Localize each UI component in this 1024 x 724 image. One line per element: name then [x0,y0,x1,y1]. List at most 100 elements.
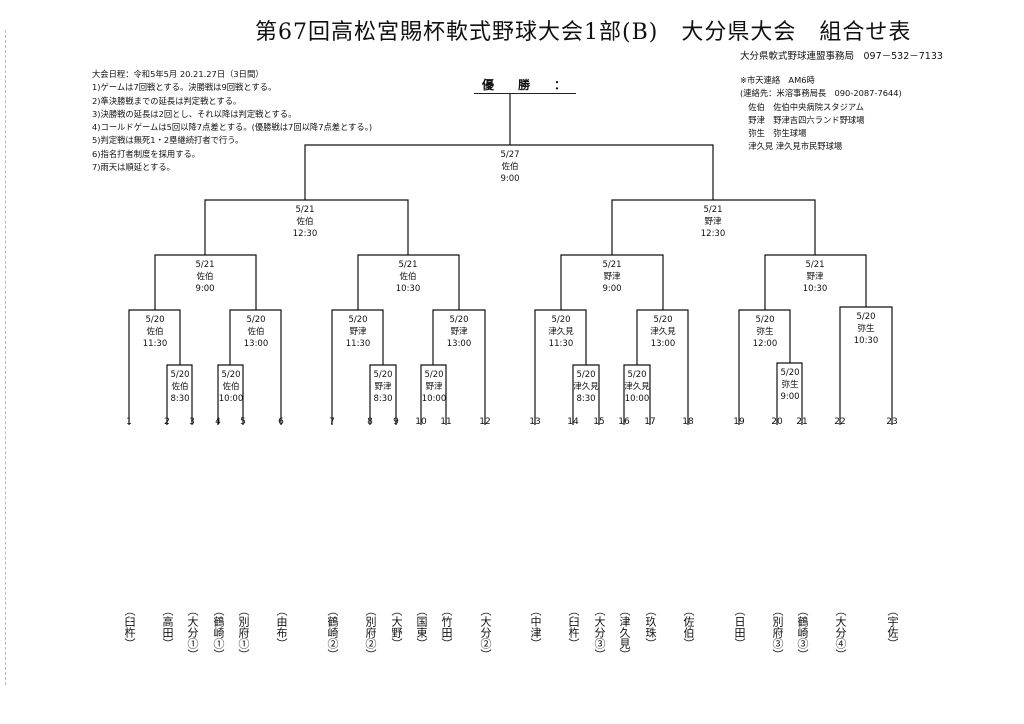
game-date: 5/21 [703,205,723,215]
slot-number: 17 [644,417,656,427]
slot-number: 11 [440,417,452,427]
slot-number: 13 [529,417,541,427]
game-round2-d: 5/20 野津 13:00 [447,314,472,350]
game-venue: 津久見 [548,327,574,337]
binder-margin-line [5,30,6,685]
bracket-line [128,309,181,425]
team-name: （津久見） [618,605,631,660]
team-name: （中津） [529,605,542,649]
rule-line: 1)ゲームは7回戦とする。決勝戦は9回戦とする。 [92,82,277,93]
bracket-line [560,254,664,310]
game-time: 12:30 [292,229,318,239]
game-venue: 野津 [450,327,468,337]
game-venue: 野津 [349,327,367,337]
rule-line: 4)コールドゲームは5回以降7点差とする。(優勝戦は7回以降7点差とする。) [92,122,373,133]
game-venue: 野津 [425,382,443,392]
game-date: 5/20 [627,370,647,380]
slot-number: 21 [796,417,808,427]
team-name: （別府②） [364,605,377,660]
game-venue: 弥生 [756,327,774,337]
game-date: 5/20 [373,370,393,380]
note-line: 野津 野津吉四六ランド野球場 [740,114,865,125]
team-name: （日田） [733,605,746,649]
game-time: 9:00 [602,284,622,294]
team-name: （竹田） [440,605,453,649]
team-name: （大野） [390,605,403,649]
game-round2-e: 5/20 津久見 11:30 [548,314,574,350]
game-date: 5/27 [500,150,520,160]
bracket-line [217,364,244,425]
slot-number: 9 [393,417,399,427]
bracket-line [420,364,447,425]
rule-line: 6)指名打者制度を採用する。 [92,148,201,159]
game-venue: 野津 [374,382,392,392]
game-date: 5/21 [602,260,622,270]
team-name: （大分②） [479,605,492,660]
team-name: （別府①） [237,605,250,660]
game-time: 10:30 [395,284,421,294]
team-name: （大分①） [186,605,199,660]
game-time: 10:30 [802,284,828,294]
team-name: （佐伯） [682,605,695,649]
game-date: 5/21 [398,260,418,270]
slot-number: 3 [189,417,195,427]
bracket-line [611,199,816,255]
game-venue: 佐伯 [399,272,417,282]
slot-number: 23 [886,417,898,427]
team-name: （別府③） [771,605,784,660]
rule-line: 7)雨天は順延とする。 [92,162,175,173]
bracket-line [154,254,257,310]
game-venue: 佐伯 [247,327,265,337]
rule-line: 2)準決勝戦までの延長は判定戦とする。 [92,95,242,106]
team-name: （大分③） [593,605,606,660]
game-date: 5/20 [576,370,596,380]
game-time: 10:00 [421,394,447,404]
game-time: 10:00 [624,394,650,404]
bracket-line [204,199,409,255]
team-name: （鶴崎①） [212,605,225,660]
game-round1-d: 5/20 野津 10:00 [422,369,447,405]
game-time: 13:00 [446,339,472,349]
game-time: 11:30 [345,339,371,349]
game-date: 5/20 [449,315,469,325]
team-name: （高田） [161,605,174,649]
game-venue: 野津 [704,217,722,227]
note-line: ※市天連絡 AM6時 [740,75,815,85]
game-date: 5/20 [755,315,775,325]
rule-line: 大会日程：令和5年5月 20.21.27日（3日間） [92,69,264,79]
note-line: 佐伯 佐伯中央病院スタジアム [740,101,864,112]
game-date: 5/20 [170,370,190,380]
game-time: 13:00 [243,339,269,349]
slot-number: 20 [771,417,783,427]
game-venue: 野津 [603,272,621,282]
game-time: 8:30 [373,394,393,404]
game-date: 5/20 [145,315,165,325]
game-time: 9:00 [780,392,800,402]
game-round1-f: 5/20 津久見 10:00 [624,369,650,405]
bracket-line [623,364,651,425]
game-venue: 津久見 [573,382,599,392]
team-name: （玖珠） [644,605,657,649]
game-date: 5/20 [780,368,800,378]
team-name: （宇佐） [886,605,899,649]
game-round1-a: 5/20 佐伯 8:30 [170,369,189,405]
game-venue: 津久見 [650,327,676,337]
champion-label: 優 勝 ： [482,78,573,92]
bracket-line [636,309,689,425]
game-round2-c: 5/20 野津 11:30 [346,314,371,350]
game-round2-b: 5/20 佐伯 13:00 [244,314,269,350]
game-date: 5/20 [348,315,368,325]
game-time: 8:30 [170,394,190,404]
game-time: 8:30 [576,394,596,404]
game-time: 13:00 [650,339,676,349]
game-time: 11:30 [548,339,574,349]
team-name: （鶴崎③） [796,605,809,660]
office-contact: 大分県軟式野球連盟事務局 097－532－7133 [740,51,943,62]
bracket-line [839,306,893,425]
game-venue: 佐伯 [196,272,214,282]
game-time: 10:30 [853,336,879,346]
game-round2-h: 5/20 弥生 10:30 [854,311,879,347]
game-venue: 弥生 [781,380,799,390]
team-name: （由布） [275,605,288,649]
